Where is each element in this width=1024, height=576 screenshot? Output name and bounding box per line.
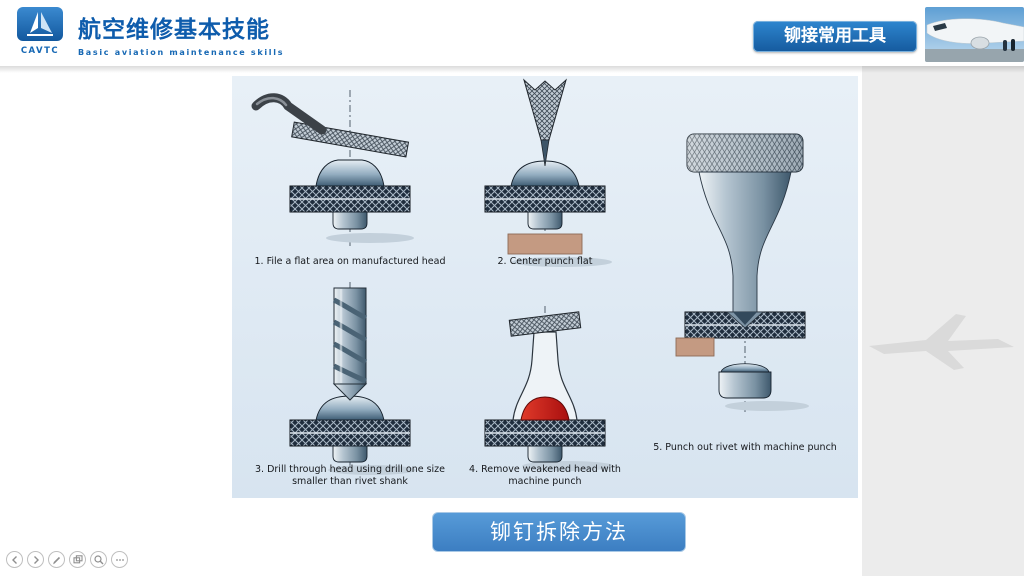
- page-title: 航空维修基本技能: [78, 17, 270, 43]
- figure-file-flat: [251, 90, 414, 246]
- rivet-removal-diagram: 1. File a flat area on manufactured head…: [232, 76, 858, 498]
- right-sidebar-band: [862, 66, 1024, 576]
- previous-slide-button[interactable]: [6, 551, 23, 568]
- diagram-caption-step5: 5. Punch out rivet with machine punch: [653, 442, 837, 453]
- diagram-caption-step2: 2. Center punch flat: [497, 256, 593, 267]
- pen-icon: [52, 556, 60, 564]
- figure-drill: [289, 282, 416, 475]
- section-badge: 铆接常用工具: [753, 21, 917, 52]
- diagram-caption-step1: 1. File a flat area on manufactured head: [254, 256, 446, 267]
- airplane-watermark-icon: [869, 314, 1014, 370]
- header-shadow: [0, 66, 1024, 73]
- zoom-button[interactable]: [90, 551, 107, 568]
- slides-icon: [72, 554, 83, 563]
- slides-panel-button[interactable]: [69, 551, 86, 568]
- pen-tool-button[interactable]: [48, 551, 65, 568]
- figure-center-punch: [484, 78, 612, 267]
- diagram-caption-step4: 4. Remove weakened head with machine pun…: [469, 464, 621, 487]
- figure-remove-head: [484, 306, 614, 471]
- slideshow-controls: [6, 551, 128, 568]
- header-photo: [925, 7, 1024, 62]
- header-bar: CAVTC 航空维修基本技能 Basic aviation maintenanc…: [0, 0, 1024, 66]
- logo: CAVTC: [12, 7, 68, 56]
- logo-emblem-icon: [17, 7, 63, 41]
- next-slide-button[interactable]: [27, 551, 44, 568]
- more-options-button[interactable]: [111, 551, 128, 568]
- figure-machine-punch: [675, 133, 809, 412]
- magnifier-icon: [93, 554, 103, 564]
- airplane-photo-icon: [925, 7, 1024, 62]
- previous-icon: [11, 555, 17, 564]
- next-icon: [33, 555, 39, 564]
- title-block: 航空维修基本技能 Basic aviation maintenance skil…: [78, 10, 284, 57]
- ellipsis-icon: [115, 558, 124, 561]
- logo-acronym: CAVTC: [20, 46, 60, 56]
- rivet-removal-method-banner: 铆钉拆除方法: [432, 512, 686, 552]
- diagram-caption-step3: 3. Drill through head using drill one si…: [255, 464, 445, 487]
- page-subtitle: Basic aviation maintenance skills: [78, 48, 285, 57]
- diagram-illustration: [251, 78, 809, 475]
